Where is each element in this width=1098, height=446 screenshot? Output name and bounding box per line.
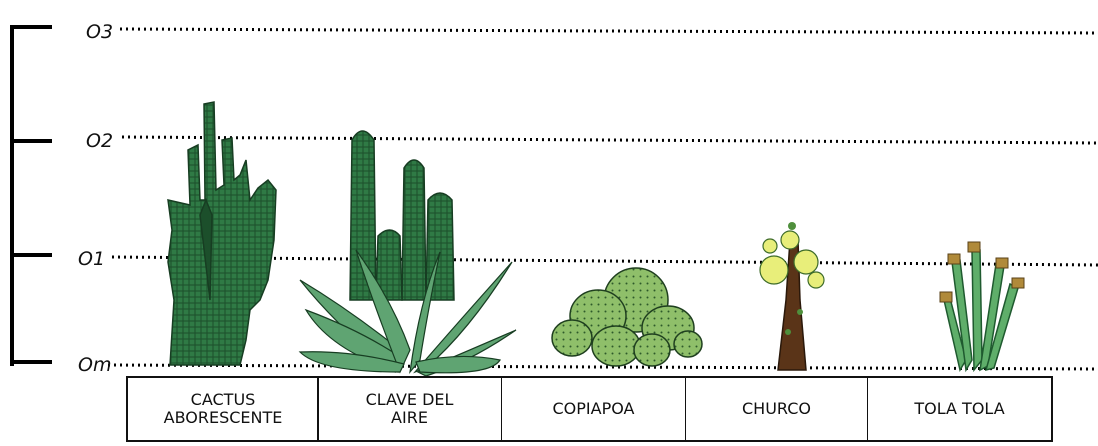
label-cell-cactus-aborescente: CACTUS ABORESCENTE xyxy=(126,376,319,442)
plant-name: CHURCO xyxy=(742,400,811,418)
cactus-aborescente-illustration xyxy=(168,102,276,365)
scale-label-1: O1 xyxy=(78,248,105,270)
label-cell-churco: CHURCO xyxy=(685,376,868,442)
copiapoa-illustration xyxy=(552,268,702,366)
scale-label-0: Om xyxy=(78,354,111,376)
clave-del-aire-illustration xyxy=(300,131,516,376)
churco-illustration xyxy=(760,222,824,370)
dotted-line-0 xyxy=(108,365,1098,369)
label-cell-tola-tola: TOLA TOLA xyxy=(867,376,1053,442)
scale-ruler xyxy=(12,27,50,364)
label-cell-copiapoa: COPIAPOA xyxy=(501,376,686,442)
dotted-line-3 xyxy=(120,29,1098,33)
dotted-line-2 xyxy=(122,137,1098,143)
plant-name: CLAVE DEL AIRE xyxy=(366,391,454,427)
label-cell-clave-del-aire: CLAVE DEL AIRE xyxy=(317,376,502,442)
plant-name: CACTUS ABORESCENTE xyxy=(164,391,283,427)
plant-name: COPIAPOA xyxy=(553,400,635,418)
scale-label-3: O3 xyxy=(86,21,113,43)
scale-label-2: O2 xyxy=(86,130,113,152)
tola-tola-illustration xyxy=(940,242,1024,370)
plant-name: TOLA TOLA xyxy=(914,400,1004,418)
